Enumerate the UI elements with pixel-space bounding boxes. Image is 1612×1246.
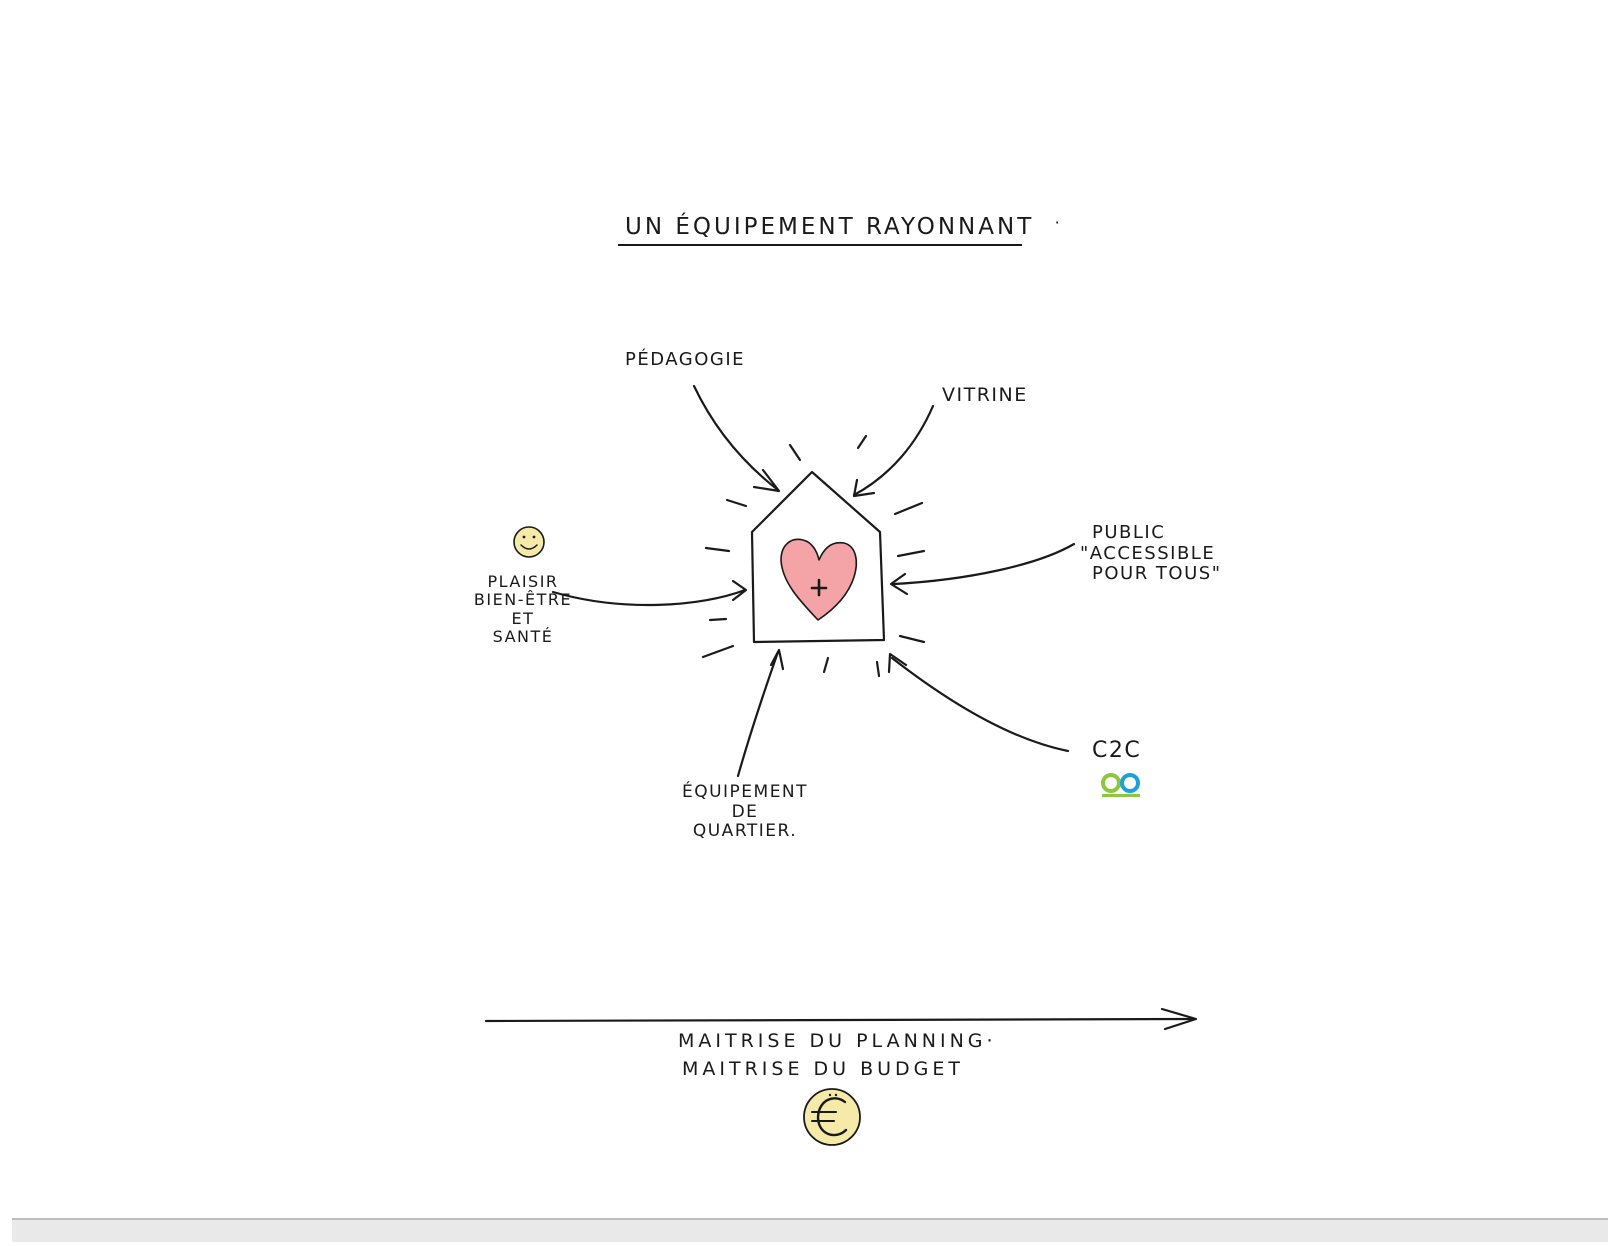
label-budget: MAITRISE DU BUDGET [682,1058,964,1080]
page-title: UN ÉQUIPEMENT RAYONNANT · [625,213,1063,240]
arrow-vitrine [852,404,935,498]
title-underline [618,244,1022,246]
label-c2c: C2C [1092,738,1142,763]
arrow-public [889,542,1076,596]
label-quartier-line2: DE [731,801,759,822]
label-quartier-line1: ÉQUIPEMENT [681,782,809,802]
label-plaisir-line1: PLAISIR [487,572,559,591]
label-public-line2: "ACCESSIBLE [1080,542,1216,564]
label-pedagogie: PÉDAGOGIE [625,349,746,370]
euro-coin-icon [803,1088,861,1146]
cradle-to-cradle-logo [1101,773,1140,797]
heart-plus-icon [780,538,858,621]
label-vitrine: VITRINE [942,384,1028,406]
house-outline [750,470,886,644]
label-public: PUBLIC "ACCESSIBLE POUR TOUS" [1080,522,1222,585]
label-planning: MAITRISE DU PLANNING· [678,1030,997,1052]
page-bottom-edge [12,1218,1608,1242]
arrow-pedagogie [692,384,781,493]
label-plaisir-line3: ET [511,608,535,628]
label-quartier-line3: QUARTIER. [692,821,798,842]
label-plaisir: PLAISIR BIEN-ÊTRE ET SANTÉ [462,572,584,647]
arrow-quartier [736,648,785,778]
label-plaisir-line4: SANTÉ [492,627,554,647]
title-text: UN ÉQUIPEMENT RAYONNANT [625,214,1035,240]
arrow-plaisir [551,579,748,607]
timeline-arrow [484,1007,1198,1031]
arrow-c2c [887,652,1070,753]
label-public-line3: POUR TOUS" [1092,563,1222,585]
label-plaisir-line2: BIEN-ÊTRE [473,590,573,610]
label-quartier: ÉQUIPEMENT DE QUARTIER. [680,782,810,842]
radiating-strokes [701,434,926,678]
smiley-icon [513,526,545,558]
label-public-line1: PUBLIC [1092,522,1166,543]
title-dot: · [1054,213,1063,232]
